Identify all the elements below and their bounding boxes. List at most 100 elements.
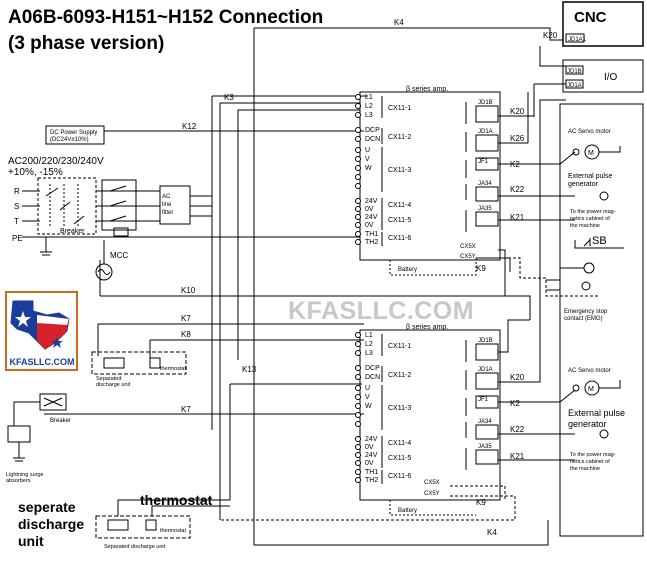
svg-text:K20: K20: [510, 107, 525, 116]
discharge-lower: Separated discharge unit thermostat: [95, 499, 230, 550]
svg-text:TH2: TH2: [365, 239, 378, 246]
io-port-jd1a: JD1A: [567, 83, 582, 89]
svg-text:K22: K22: [510, 185, 525, 194]
svg-text:CX11-5: CX11-5: [388, 455, 411, 462]
k9-lower-label: K9: [476, 498, 486, 507]
phase-r: R: [14, 187, 20, 196]
svg-text:24V: 24V: [365, 452, 378, 459]
svg-text:discharge unit: discharge unit: [96, 382, 131, 388]
k12-label: K12: [182, 122, 197, 131]
svg-text:DCN: DCN: [365, 374, 380, 381]
svg-text:CX11-3: CX11-3: [388, 405, 411, 412]
svg-text:L2: L2: [365, 103, 373, 110]
svg-text:filter: filter: [162, 210, 173, 216]
svg-text:absorbers: absorbers: [6, 478, 31, 484]
amplifier-2: β series amp. L1 L2 L3 DCP DCN U V W 24V…: [355, 324, 501, 514]
phase-t: T: [14, 217, 19, 226]
k9-upper-label: K9: [476, 264, 486, 273]
svg-text:Battery: Battery: [398, 508, 417, 514]
svg-text:U: U: [365, 147, 370, 154]
lower-breaker: Breaker Lightning surge absorbers: [6, 393, 71, 484]
svg-text:K22: K22: [510, 425, 525, 434]
svg-text:CX11-4: CX11-4: [388, 440, 411, 447]
svg-text:U: U: [365, 385, 370, 392]
pulse-gen-label-2: External pulse: [568, 408, 625, 418]
svg-text:24V: 24V: [365, 214, 378, 221]
svg-text:CX11-6: CX11-6: [388, 473, 411, 480]
svg-text:TH1: TH1: [365, 469, 378, 476]
cnc-label: CNC: [574, 9, 607, 26]
svg-text:JD1A: JD1A: [478, 129, 493, 135]
svg-text:To the power mag-: To the power mag-: [570, 452, 616, 458]
svg-text:CX5X: CX5X: [424, 480, 440, 486]
svg-text:the machine: the machine: [570, 223, 600, 229]
phase-s: S: [14, 202, 19, 211]
svg-text:CX11-1: CX11-1: [388, 105, 411, 112]
svg-text:thermostat: thermostat: [160, 528, 186, 534]
svg-text:0V: 0V: [365, 444, 374, 451]
svg-text:thermostat: thermostat: [160, 366, 186, 372]
svg-text:L3: L3: [365, 350, 373, 357]
svg-text:V: V: [365, 156, 370, 163]
svg-text:24V: 24V: [365, 436, 378, 443]
svg-text:the machine: the machine: [570, 466, 600, 472]
cnc-block: CNC JD1A1: [562, 1, 644, 47]
svg-text:K20: K20: [510, 373, 525, 382]
svg-text:generator: generator: [568, 181, 599, 188]
svg-text:Breaker: Breaker: [50, 418, 71, 424]
svg-text:0V: 0V: [365, 460, 374, 467]
svg-text:L1: L1: [365, 94, 373, 101]
svg-text:TH2: TH2: [365, 477, 378, 484]
amplifier-1: β series amp. L1 L2 L3 DCP DCN U V W 24V…: [355, 86, 501, 273]
discharge-upper: Separated discharge unit thermostat: [91, 351, 187, 388]
svg-text:K26: K26: [510, 134, 525, 143]
pulse-gen-label-1: External pulse: [568, 173, 612, 180]
svg-text:(DC24V±10%): (DC24V±10%): [50, 137, 89, 143]
svg-text:DCP: DCP: [365, 127, 380, 134]
mcc-label: MCC: [110, 251, 128, 260]
svg-text:K21: K21: [510, 213, 525, 222]
svg-text:DC Power Supply: DC Power Supply: [50, 130, 97, 136]
svg-text:0V: 0V: [365, 206, 374, 213]
svg-text:V: V: [365, 394, 370, 401]
svg-text:0V: 0V: [365, 222, 374, 229]
k13-label: K13: [242, 365, 257, 374]
svg-text:AC: AC: [162, 194, 171, 200]
svg-text:Separated discharge unit: Separated discharge unit: [104, 544, 166, 550]
svg-text:CX11-6: CX11-6: [388, 235, 411, 242]
k4-top-label: K4: [394, 18, 404, 27]
svg-text:To the power mag-: To the power mag-: [570, 209, 616, 215]
k20-top-label: K20: [543, 31, 558, 40]
svg-text:L1: L1: [365, 332, 373, 339]
svg-text:24V: 24V: [365, 198, 378, 205]
svg-text:Lightning surge: Lightning surge: [6, 472, 44, 478]
thermostat-annotation: thermostat: [140, 492, 213, 508]
right-lower-items: AC Servo motor M External pulse generato…: [568, 368, 625, 472]
svg-text:CX11-3: CX11-3: [388, 167, 411, 174]
cable-labels: K4 K20 K3 K12 K10 K7 K8 K13 K7 K4 K9 K9: [181, 18, 558, 537]
svg-text:L2: L2: [365, 341, 373, 348]
svg-text:M: M: [588, 150, 594, 157]
k3-label: K3: [224, 93, 234, 102]
estop-label: Emergency stop: [564, 309, 608, 315]
svg-text:TH1: TH1: [365, 231, 378, 238]
logo-text: KFASLLC.COM: [9, 357, 75, 367]
cnc-port-label: JD1A1: [568, 37, 587, 43]
svg-text:W: W: [365, 403, 372, 410]
svg-text:JD1A: JD1A: [478, 367, 493, 373]
amp1-name: β series amp.: [406, 86, 448, 93]
texas-flag-icon: [10, 300, 70, 350]
svg-text:CX5Y: CX5Y: [460, 254, 476, 260]
svg-text:DCP: DCP: [365, 365, 380, 372]
svg-text:JA34: JA34: [478, 181, 492, 187]
io-label: I/O: [604, 72, 618, 83]
ac-input: AC200/220/230/240V +10%, -15% R S T PE B…: [8, 156, 360, 281]
svg-text:K2: K2: [510, 399, 520, 408]
right-upper-items: AC Servo motor M External pulse generato…: [560, 129, 624, 322]
svg-text:netics cabinet of: netics cabinet of: [570, 459, 610, 465]
svg-text:CX5Y: CX5Y: [424, 491, 440, 497]
svg-text:JD1B: JD1B: [478, 100, 493, 106]
svg-text:K21: K21: [510, 452, 525, 461]
diagram-subtitle: (3 phase version): [8, 33, 165, 54]
